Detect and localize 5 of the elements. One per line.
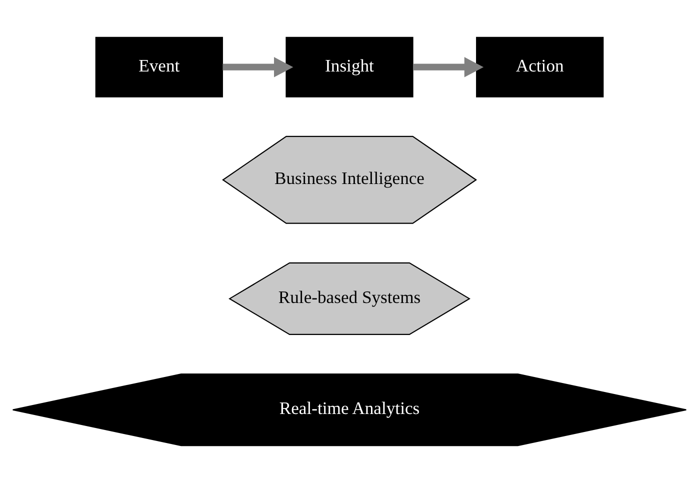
arrow xyxy=(413,57,484,78)
node-box: Event xyxy=(95,36,223,98)
node-box: Insight xyxy=(286,36,414,98)
arrow xyxy=(222,57,294,78)
node-box: Action xyxy=(476,36,604,98)
